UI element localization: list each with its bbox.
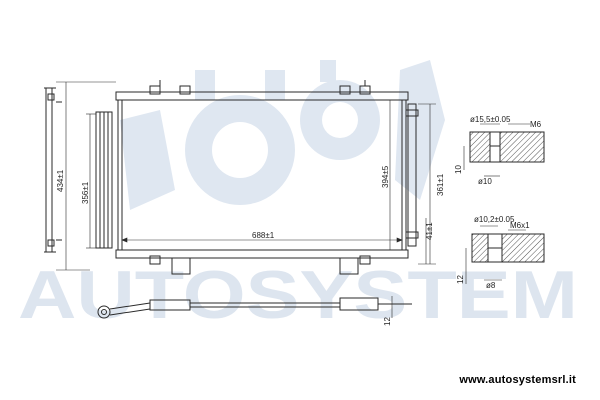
watermark-logo: AUTOSYSTEM <box>18 60 578 333</box>
dim-overall-height: 434±1 <box>56 169 65 192</box>
detail-top-section <box>463 123 545 177</box>
radiator-front-view <box>115 80 419 275</box>
hose-bottom-view <box>97 296 412 319</box>
detail-top-thread: M6 <box>530 120 542 129</box>
dim-core-height: 394±5 <box>381 165 390 188</box>
detail-bottom-bore: ø10,2±0.05 <box>474 215 515 224</box>
watermark-brand: AUTOSYSTEM <box>18 257 578 333</box>
side-profile-view <box>44 81 90 271</box>
dim-side-height: 356±1 <box>81 181 90 204</box>
dim-offset-bottom: 41±1 <box>425 222 434 240</box>
detail-top-depth: 10 <box>454 165 463 174</box>
detail-bottom-section <box>465 225 545 284</box>
dim-lines <box>90 81 436 265</box>
detail-bottom-thread: M6x1 <box>510 221 530 230</box>
dim-core-width: 688±1 <box>252 231 275 240</box>
detail-top-bore: ø15,5±0.05 <box>470 115 511 124</box>
dim-hose: 12 <box>383 317 392 326</box>
core-side-block <box>86 111 113 249</box>
detail-bottom-depth: 12 <box>456 275 465 284</box>
detail-top-hole: ø10 <box>478 177 492 186</box>
footer-website-url: www.autosystemsrl.it <box>459 374 576 386</box>
dim-mount-height: 361±1 <box>436 173 445 196</box>
detail-bottom-hole: ø8 <box>486 281 496 290</box>
